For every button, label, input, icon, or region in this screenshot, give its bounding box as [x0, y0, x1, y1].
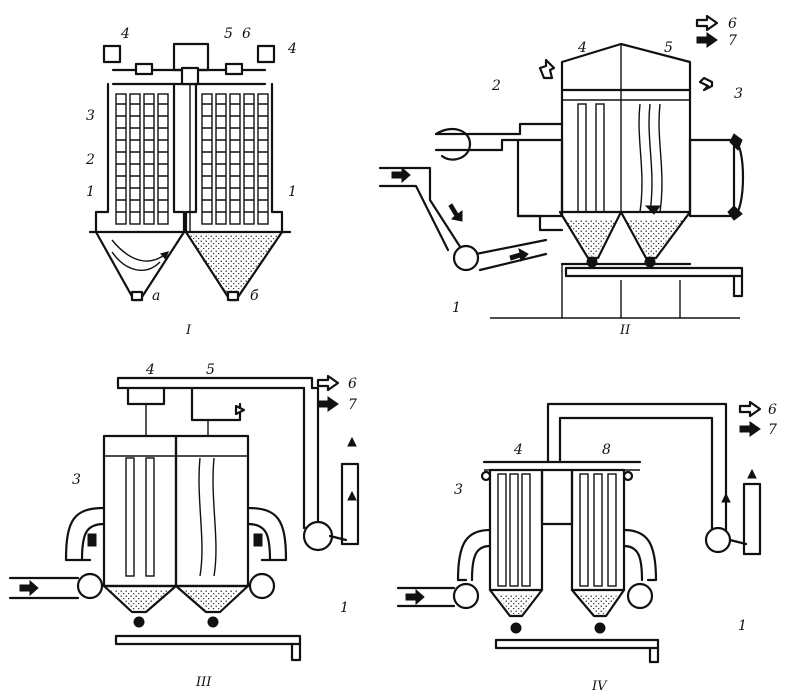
legend-IV — [738, 400, 762, 437]
label-II-1: 1 — [452, 300, 461, 316]
label-I-6: 6 — [242, 26, 251, 42]
legend-IV-6: 6 — [768, 402, 777, 418]
panel-title-I: I — [185, 323, 192, 338]
label-III-3: 3 — [72, 472, 81, 488]
label-III-1: 1 — [340, 600, 349, 616]
label-II-4: 4 — [577, 40, 587, 56]
label-II-2: 2 — [491, 78, 501, 94]
legend-III-7: 7 — [348, 397, 357, 413]
label-III-4: 4 — [145, 362, 155, 378]
label-I-5: 5 — [224, 26, 233, 42]
legend-top-7: 7 — [728, 33, 737, 49]
legend-IV-7: 7 — [768, 422, 777, 438]
label-I-a: а — [152, 288, 160, 304]
label-IV-1: 1 — [738, 618, 747, 634]
label-I-b: б — [250, 288, 259, 304]
label-IV-3: 3 — [454, 482, 463, 498]
label-I-2: 2 — [85, 152, 95, 168]
panel-IV-scheme — [396, 402, 762, 664]
panel-title-II: II — [619, 323, 631, 338]
legend-III-6: 6 — [348, 376, 357, 392]
label-I-3: 3 — [86, 108, 95, 124]
label-I-4-right: 4 — [287, 41, 297, 57]
legend-top — [695, 14, 719, 48]
panel-III-scheme — [8, 376, 360, 662]
panel-I-scheme — [88, 42, 292, 302]
legend-III — [316, 374, 340, 412]
label-I-1-left: 1 — [86, 184, 95, 200]
sleeves-left — [111, 93, 170, 271]
label-III-5: 5 — [206, 362, 215, 378]
label-II-3: 3 — [734, 86, 743, 102]
panel-II-scheme — [378, 42, 745, 319]
sleeves-right — [188, 93, 280, 298]
label-IV-4: 4 — [513, 442, 523, 458]
panel-title-IV: IV — [591, 679, 608, 694]
label-II-5: 5 — [664, 40, 673, 56]
legend-top-6: 6 — [728, 16, 737, 32]
label-I-1-right: 1 — [288, 184, 297, 200]
panel-title-III: III — [195, 675, 212, 690]
label-I-4-left: 4 — [120, 26, 130, 42]
label-IV-8: 8 — [602, 442, 611, 458]
